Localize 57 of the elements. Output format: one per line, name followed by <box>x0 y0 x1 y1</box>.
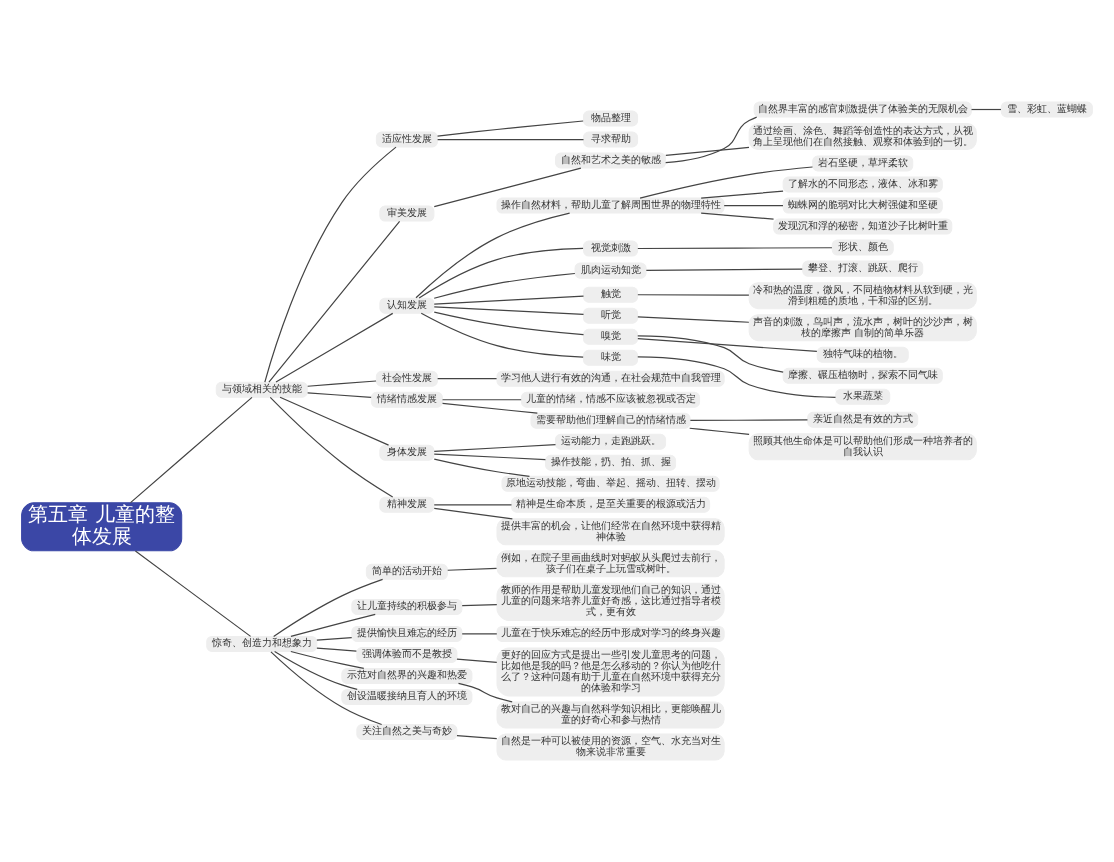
connector <box>307 380 377 387</box>
connector <box>433 507 513 520</box>
connector <box>456 658 498 663</box>
connector <box>316 637 353 641</box>
connector <box>307 392 372 398</box>
connector <box>637 337 818 353</box>
connector <box>457 682 513 703</box>
connector <box>689 419 809 422</box>
connector <box>290 613 376 637</box>
connector <box>433 504 513 506</box>
connector <box>275 312 394 383</box>
connector <box>279 396 390 446</box>
connector <box>433 444 557 452</box>
connector <box>433 458 531 477</box>
connector <box>461 604 498 607</box>
connector <box>637 356 837 398</box>
connector <box>274 650 358 690</box>
connector <box>290 650 365 670</box>
connector <box>639 166 814 199</box>
connector <box>436 120 584 137</box>
connector <box>433 295 585 305</box>
connector <box>415 212 571 299</box>
connector <box>441 402 538 414</box>
connector <box>273 578 384 637</box>
connector <box>700 190 784 199</box>
connector <box>447 567 498 571</box>
connector <box>433 306 585 315</box>
connector <box>433 272 576 299</box>
connector <box>461 633 498 635</box>
connector <box>420 312 584 358</box>
connector <box>689 427 750 435</box>
connector <box>645 268 803 271</box>
connector <box>723 205 784 207</box>
connector <box>637 247 833 250</box>
connector <box>637 335 784 373</box>
connector <box>418 247 584 299</box>
connector <box>441 399 522 401</box>
connector <box>316 647 358 652</box>
connector <box>637 316 750 323</box>
connector <box>456 735 498 740</box>
connector <box>437 378 498 380</box>
connector <box>637 294 750 296</box>
connector <box>270 651 383 726</box>
connector <box>437 138 585 141</box>
connector <box>433 453 546 461</box>
connector <box>433 167 582 208</box>
connector <box>134 550 252 637</box>
connector <box>268 220 401 383</box>
node-box: 第五章 儿童的整体发展 <box>21 502 183 552</box>
connector <box>970 108 1002 111</box>
connector <box>665 146 750 156</box>
connector <box>129 396 253 504</box>
connector <box>700 212 775 220</box>
connector <box>269 396 394 498</box>
connector <box>665 116 758 164</box>
connector <box>264 146 397 383</box>
connector <box>433 311 585 336</box>
